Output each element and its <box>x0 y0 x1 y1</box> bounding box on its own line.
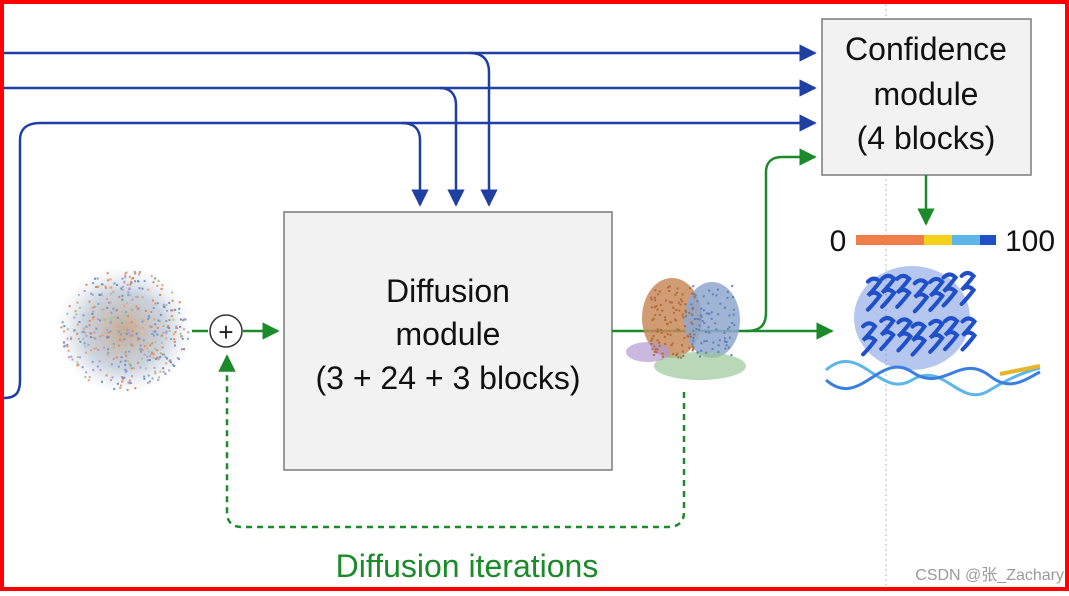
watermark: CSDN @张_Zachary <box>915 566 1064 584</box>
diffusion-to-confidence-arrow <box>744 148 817 333</box>
colorbar-segment-2 <box>924 235 952 245</box>
colorbar-segment-1 <box>856 235 924 245</box>
colorbar-segment-4 <box>980 235 996 245</box>
diffusion-module-box: Diffusion module (3 + 24 + 3 blocks) <box>283 211 613 471</box>
diffusion-iterations-loop-arrow <box>218 354 686 529</box>
input-arrow-2-to-diffusion <box>439 86 465 207</box>
final-structure-image <box>825 266 1041 397</box>
colorbar-min-label: 0 <box>830 225 847 258</box>
confidence-colorbar: 0 100 <box>830 225 1055 258</box>
input-arrows <box>3 44 817 400</box>
input-arrow-1-to-diffusion <box>469 51 498 207</box>
colorbar-segment-3 <box>952 235 980 245</box>
input-arrow-3-to-confidence <box>3 114 817 400</box>
confidence-module-box: Confidence module (4 blocks) <box>821 18 1032 176</box>
plus-node: + <box>209 314 243 348</box>
confidence-module-line3: (4 blocks) <box>857 120 996 156</box>
confidence-module-line1: Confidence <box>845 31 1007 67</box>
denoised-structure-image <box>626 278 746 380</box>
confidence-module-line2: module <box>874 76 979 112</box>
input-arrow-3-to-diffusion <box>401 121 429 207</box>
noise-cloud-image <box>56 266 192 394</box>
diffusion-iterations-label: Diffusion iterations <box>336 548 599 584</box>
diffusion-module-line2: module <box>396 316 501 352</box>
diffusion-module-line3: (3 + 24 + 3 blocks) <box>315 360 580 396</box>
plus-symbol: + <box>218 317 233 347</box>
colorbar-max-label: 100 <box>1005 225 1055 258</box>
diffusion-module-line1: Diffusion <box>386 273 510 309</box>
